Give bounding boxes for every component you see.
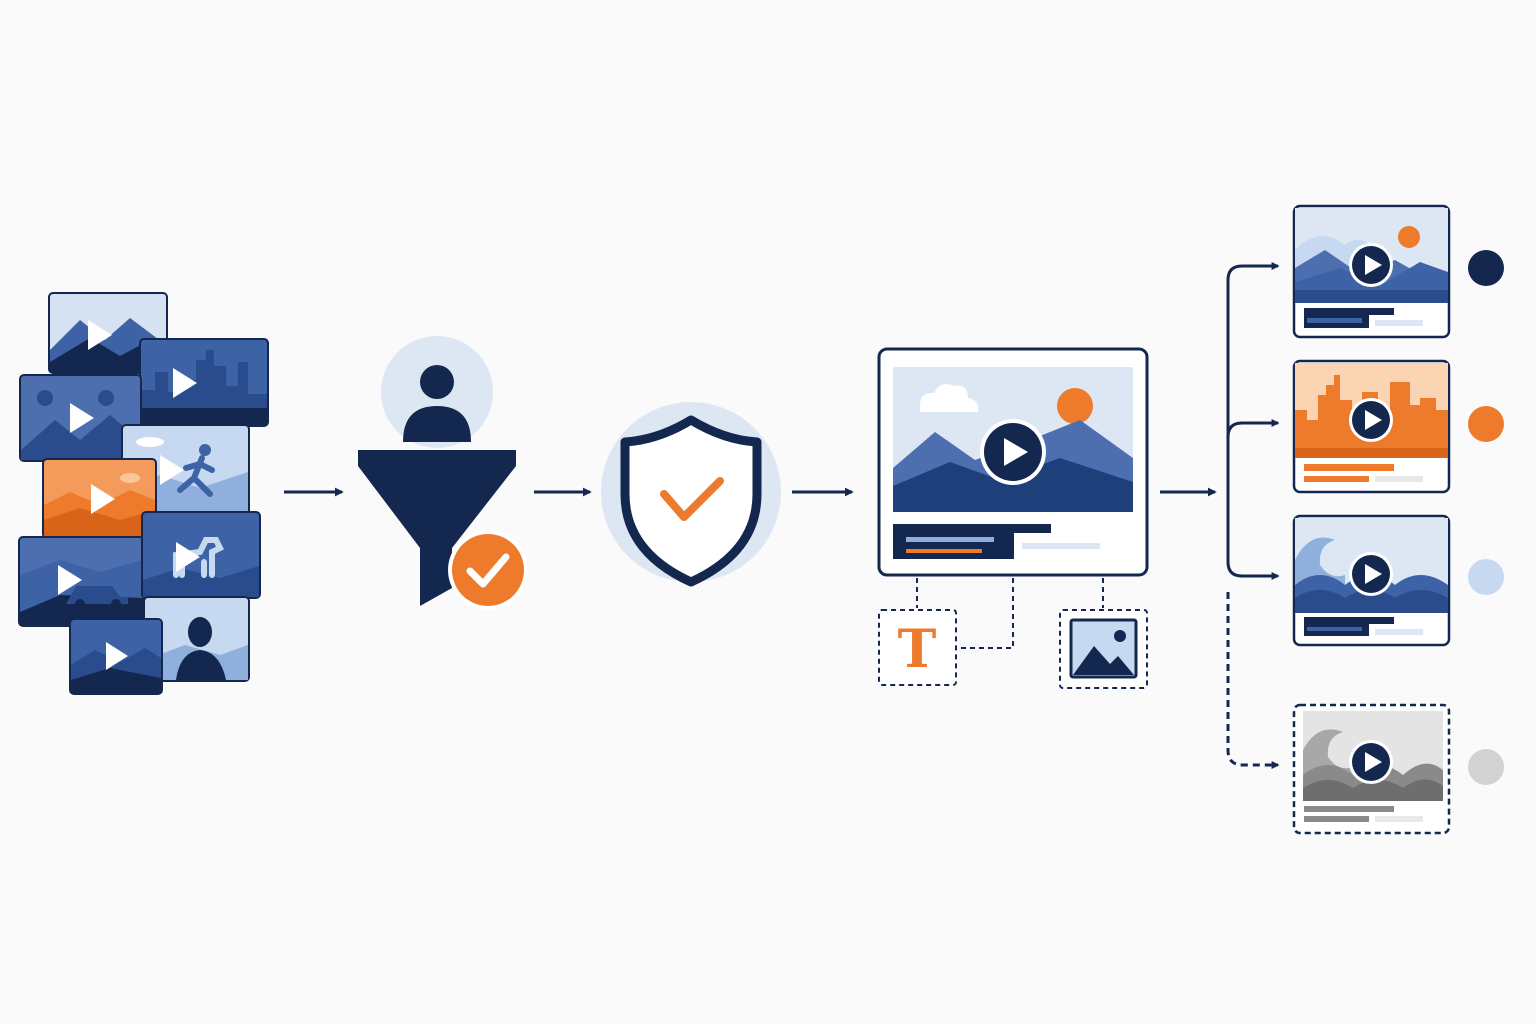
check-badge-icon (452, 534, 524, 606)
video-thumbnail (143, 596, 250, 682)
text-layer-glyph: T (898, 619, 937, 680)
video-composer-icon (877, 347, 1149, 577)
image-layer-icon (1059, 609, 1148, 689)
status-indicator (1468, 250, 1504, 286)
user-funnel-filter-icon (358, 336, 528, 610)
play-icon (176, 542, 200, 572)
status-indicator (1468, 749, 1504, 785)
play-icon (173, 368, 197, 398)
video-thumbnail (69, 618, 163, 695)
video-output-disabled-icon (1292, 703, 1451, 835)
video-output-icon (1292, 359, 1451, 494)
text-layer-icon: T (878, 609, 957, 686)
video-output-icon (1292, 204, 1451, 339)
play-icon (160, 455, 184, 485)
video-output-icon (1292, 514, 1451, 647)
video-thumbnail (48, 292, 168, 374)
status-indicator (1468, 559, 1504, 595)
branch-connectors (1226, 262, 1280, 769)
funnel-icon (358, 450, 516, 606)
status-indicator (1468, 406, 1504, 442)
play-icon (91, 484, 115, 514)
play-icon (70, 403, 94, 433)
video-collection-icon (18, 292, 269, 695)
video-thumbnail (141, 511, 261, 599)
video-thumbnail (139, 338, 269, 427)
play-icon (58, 565, 82, 595)
play-icon (88, 320, 112, 350)
video-thumbnail (18, 536, 145, 627)
play-icon (106, 642, 128, 670)
layer-connector (958, 578, 1014, 649)
shield-check-icon (601, 402, 781, 587)
user-icon (420, 365, 454, 399)
video-thumbnail (42, 458, 157, 539)
